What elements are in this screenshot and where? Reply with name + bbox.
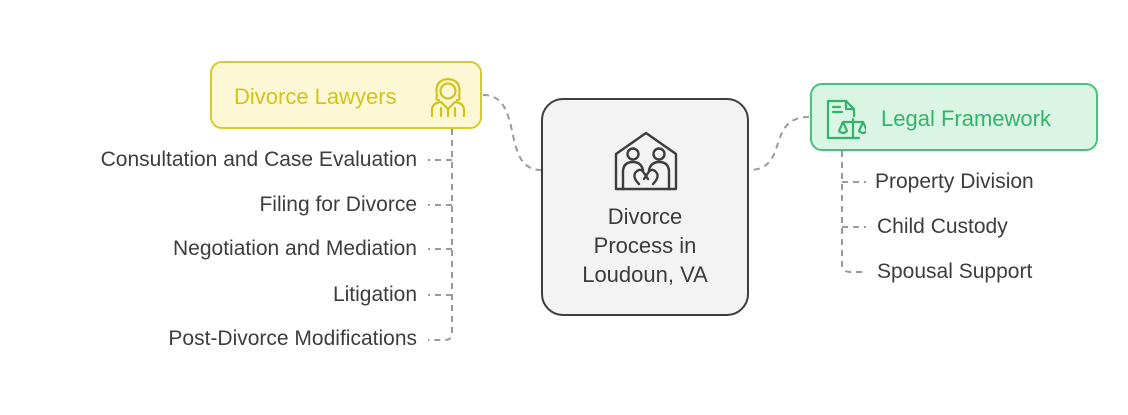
- legal-item-property: Property Division: [875, 170, 1034, 193]
- legal-item-custody: Child Custody: [877, 215, 1008, 238]
- lawyers-item-filing: Filing for Divorce: [259, 193, 417, 216]
- legal-spine: [841, 151, 866, 273]
- lawyers-spine: [428, 129, 453, 341]
- legal-framework-label: Legal Framework: [881, 106, 1051, 131]
- legal-item-spousal: Spousal Support: [877, 260, 1033, 283]
- legal-document-scales-icon: [826, 99, 866, 140]
- legal-framework-node: Legal Framework: [810, 83, 1098, 151]
- connector-lawyers-center: [482, 94, 542, 171]
- divorce-lawyers-label: Divorce Lawyers: [234, 84, 397, 109]
- connector-legal-center: [748, 116, 810, 171]
- center-node: Divorce Process in Loudoun, VA: [541, 98, 749, 316]
- lawyers-item-negotiation: Negotiation and Mediation: [172, 237, 417, 260]
- lawyers-item-post-divorce: Post-Divorce Modifications: [168, 327, 417, 350]
- lawyers-item-consultation: Consultation and Case Evaluation: [100, 148, 417, 171]
- lawyer-icon: [430, 77, 466, 118]
- divorce-lawyers-node: Divorce Lawyers: [210, 61, 482, 129]
- family-house-icon: [614, 131, 678, 191]
- lawyers-item-litigation: Litigation: [332, 283, 417, 306]
- center-title: Divorce Process in Loudoun, VA: [582, 204, 708, 287]
